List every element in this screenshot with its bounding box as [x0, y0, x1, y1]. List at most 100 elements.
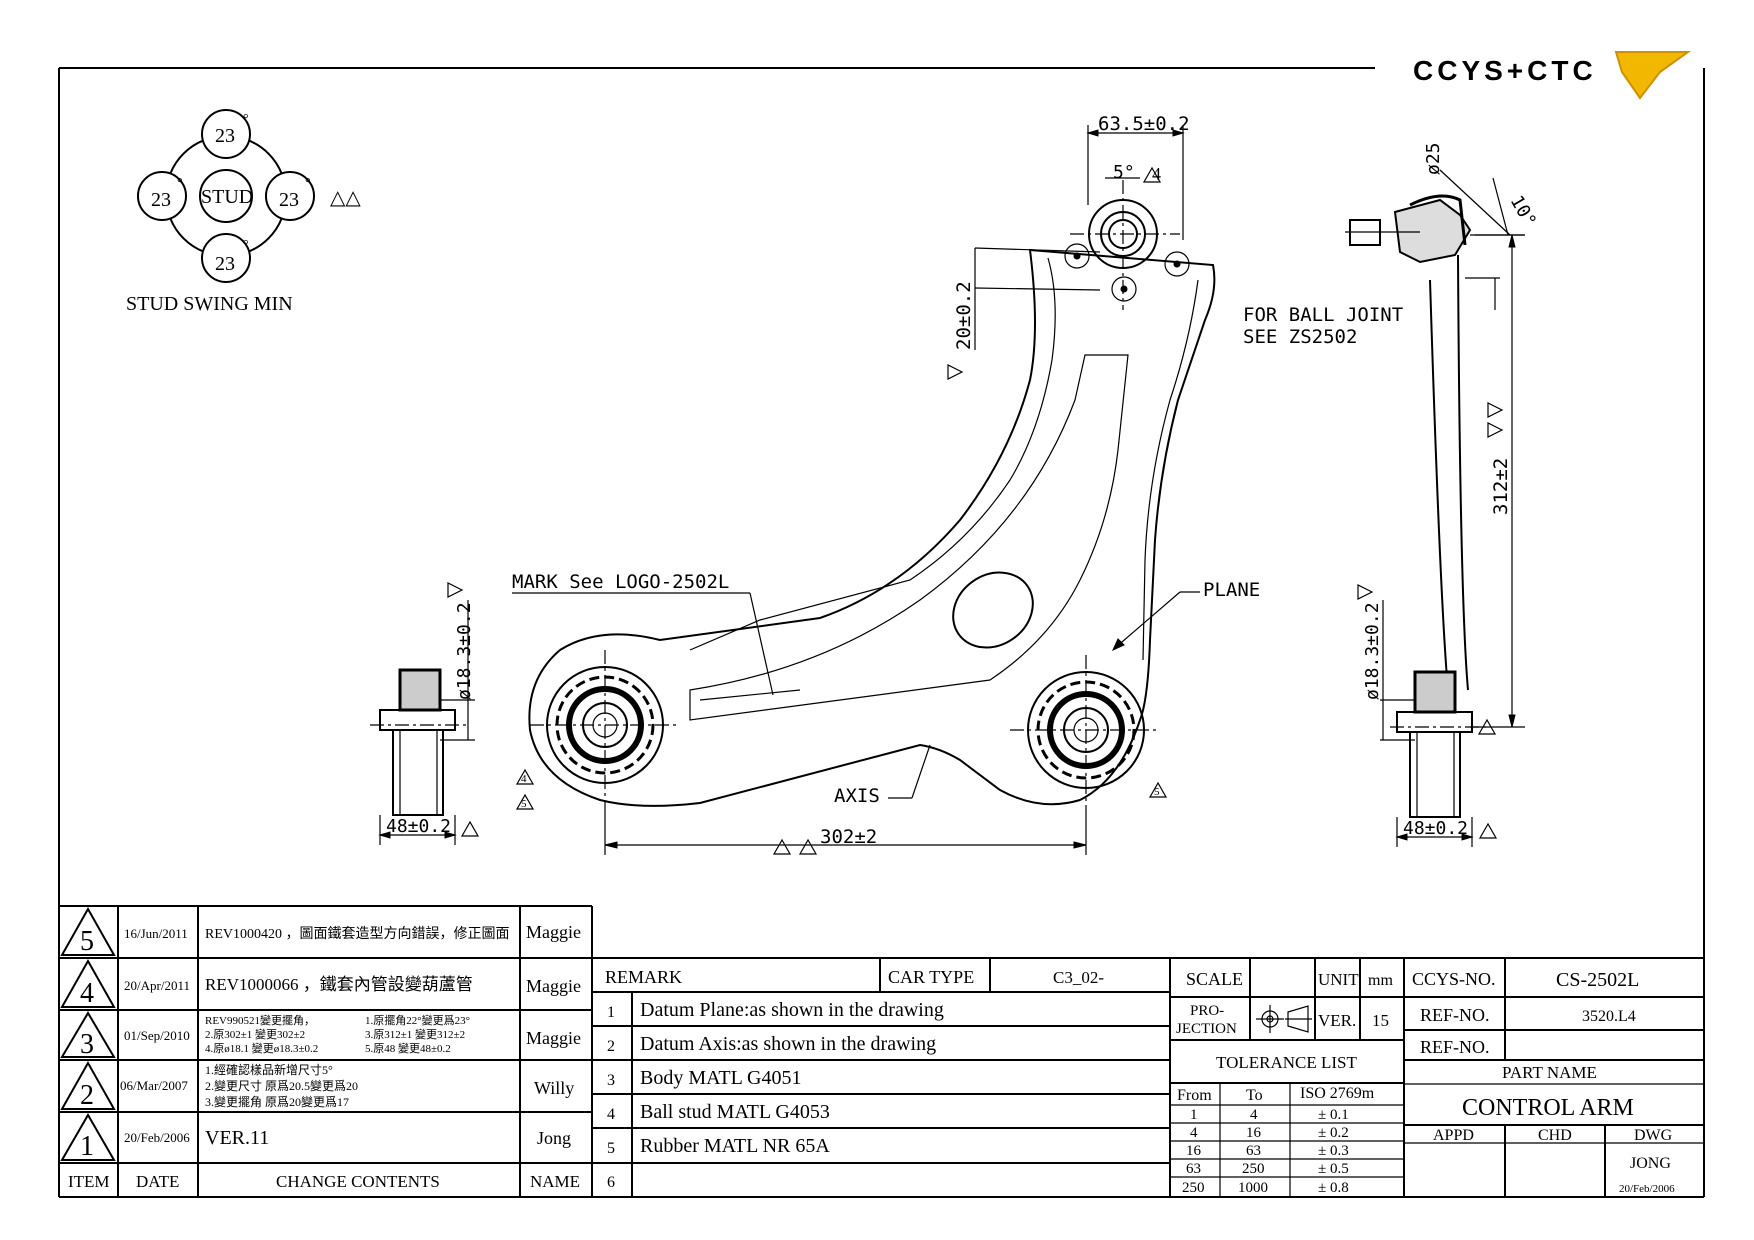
- rev-content: VER.11: [205, 1127, 269, 1149]
- left-side-view: 48±0.2 ø18.3±0.2: [370, 582, 480, 845]
- dim-top-width: 63.5±0.2: [1098, 113, 1190, 135]
- remark-header: REMARK: [605, 967, 682, 987]
- rev-header-name: NAME: [530, 1172, 580, 1191]
- stud-swing-diagram: 23 ° 23 ° 23 ° 23 ° STUD △△ STUD SWING M…: [126, 109, 361, 315]
- rev-content: 1.經確認樣品新增尺寸5°: [205, 1062, 333, 1077]
- svg-text:4: 4: [521, 773, 527, 785]
- control-arm-main-view: [528, 180, 1216, 807]
- svg-text:4: 4: [1250, 1107, 1258, 1123]
- rev-item: 5: [80, 926, 94, 957]
- rev-name: Maggie: [526, 976, 581, 996]
- part-name-label: PART NAME: [1502, 1063, 1597, 1082]
- rev-item: 3: [80, 1029, 94, 1060]
- company-logo: CCYS+CTC: [1413, 51, 1692, 100]
- rev-header-content: CHANGE CONTENTS: [276, 1172, 440, 1191]
- svg-text:63: 63: [1246, 1143, 1261, 1159]
- dwg-label: DWG: [1634, 1127, 1673, 1144]
- rev-content: REV1000066 ，鐵套內管設變葫蘆管: [205, 975, 473, 994]
- remark-row: Ball stud MATL G4053: [640, 1101, 830, 1123]
- title-block-grid: [59, 905, 1704, 1197]
- unit-label: UNIT: [1318, 970, 1359, 989]
- rev-date: 16/Jun/2011: [124, 926, 188, 941]
- svg-text:°: °: [177, 176, 183, 191]
- svg-text:1000: 1000: [1238, 1180, 1268, 1196]
- rev-content: REV990521變更擺角，: [205, 1013, 315, 1027]
- dim-top-angle: 5°: [1113, 162, 1135, 183]
- unit-value: mm: [1368, 972, 1393, 989]
- svg-text:16: 16: [1246, 1125, 1262, 1141]
- car-type-label: CAR TYPE: [888, 967, 974, 987]
- stud-angle-bottom: 23: [215, 253, 235, 275]
- stud-angle-left: 23: [151, 189, 171, 211]
- stud-center-label: STUD: [201, 186, 253, 208]
- logo-mark-icon: [1614, 51, 1692, 100]
- svg-text:5: 5: [521, 798, 527, 810]
- rev-item: 1: [80, 1131, 94, 1162]
- tolerance-title: TOLERANCE LIST: [1216, 1053, 1357, 1072]
- rev-content: 4.原ø18.1 變更ø18.3±0.2: [205, 1041, 318, 1055]
- svg-text:250: 250: [1242, 1161, 1265, 1177]
- dwg-date: 20/Feb/2006: [1619, 1183, 1675, 1195]
- rev-content: 3.變更擺角 原爲20變更爲17: [205, 1094, 349, 1109]
- stud-rev-marks: △△: [330, 187, 361, 209]
- rev-content: 2.變更尺寸 原爲20.5變更爲20: [205, 1078, 358, 1093]
- mark-logo-label: MARK See LOGO-2502L: [512, 571, 729, 593]
- logo-text: CCYS+CTC: [1413, 55, 1597, 86]
- rev-item: 4: [80, 978, 94, 1009]
- rev-name: Jong: [537, 1128, 571, 1148]
- svg-text:6: 6: [607, 1174, 615, 1191]
- ver-label: VER.: [1318, 1011, 1356, 1030]
- svg-text:°: °: [243, 238, 249, 253]
- title-block: CCYS-NO. CS-2502L REF-NO. 3520.L4 REF-NO…: [1412, 969, 1675, 1195]
- rev-date: 20/Feb/2006: [124, 1130, 190, 1145]
- projection-label: JECTION: [1176, 1021, 1237, 1037]
- remark-row: Datum Plane:as shown in the drawing: [640, 999, 944, 1021]
- svg-text:250: 250: [1182, 1180, 1205, 1196]
- dwg-name: JONG: [1630, 1155, 1671, 1172]
- stud-caption: STUD SWING MIN: [126, 293, 293, 315]
- rev-item: 2: [80, 1080, 94, 1111]
- rev-date: 01/Sep/2010: [124, 1028, 190, 1043]
- rev-header-date: DATE: [136, 1172, 179, 1191]
- remark-row: Datum Axis:as shown in the drawing: [640, 1033, 936, 1055]
- ball-joint-note-1: FOR BALL JOINT: [1243, 304, 1403, 326]
- tolerance-block: SCALE UNIT mm PRO- JECTION VER. 15 TOLER…: [1176, 969, 1393, 1196]
- svg-text:± 0.8: ± 0.8: [1318, 1180, 1349, 1196]
- svg-text:4: 4: [607, 1106, 615, 1123]
- main-view-dimensions: 63.5±0.2 5° 4 20±0.2 MARK See LOGO-2502L…: [512, 113, 1260, 855]
- remark-row: Rubber MATL NR 65A: [640, 1135, 830, 1157]
- svg-text:4: 4: [1190, 1125, 1198, 1141]
- appd-label: APPD: [1433, 1127, 1474, 1144]
- rev-content: 1.原擺角22°變更爲23°: [365, 1013, 470, 1027]
- svg-text:5: 5: [607, 1140, 615, 1157]
- remark-table: REMARK CAR TYPE C3_02- 1 Datum Plane:as …: [605, 967, 1104, 1191]
- svg-text:± 0.5: ± 0.5: [1318, 1161, 1349, 1177]
- car-type-value: C3_02-: [1053, 968, 1104, 987]
- stud-angle-top: 23: [215, 125, 235, 147]
- svg-text:16: 16: [1186, 1143, 1202, 1159]
- rev-content: 2.原302±1 變更302±2: [205, 1027, 305, 1041]
- rev-name: Maggie: [526, 922, 581, 942]
- ccys-value: CS-2502L: [1556, 969, 1639, 991]
- svg-text:From: From: [1177, 1087, 1212, 1104]
- rev-content: 3.原312±1 變更312±2: [365, 1027, 465, 1041]
- chd-label: CHD: [1538, 1127, 1572, 1144]
- revision-table: 5 16/Jun/2011 REV1000420 ，圖面鐵套造型方向錯誤，修正圖…: [68, 922, 581, 1191]
- ver-value: 15: [1372, 1011, 1389, 1030]
- svg-text:ISO 2769m: ISO 2769m: [1300, 1085, 1375, 1102]
- dim-302: 302±2: [820, 826, 877, 848]
- svg-text:4: 4: [1152, 164, 1161, 184]
- rev-date: 20/Apr/2011: [124, 978, 190, 993]
- plane-label: PLANE: [1203, 579, 1260, 601]
- dim-dia-25: ø25: [1423, 142, 1444, 175]
- dim-dia-right: ø18.3±0.2: [1362, 602, 1383, 700]
- right-side-view: ø25 10° FOR BALL JOINT SEE ZS2502 48±0.2…: [1243, 142, 1540, 847]
- svg-text:1: 1: [1190, 1107, 1198, 1123]
- svg-text:To: To: [1246, 1087, 1263, 1104]
- svg-text:63: 63: [1186, 1161, 1201, 1177]
- ref-no-value: 3520.L4: [1582, 1008, 1636, 1025]
- projection-label: PRO-: [1190, 1003, 1224, 1019]
- axis-label: AXIS: [834, 785, 880, 807]
- svg-text:3: 3: [607, 1072, 615, 1089]
